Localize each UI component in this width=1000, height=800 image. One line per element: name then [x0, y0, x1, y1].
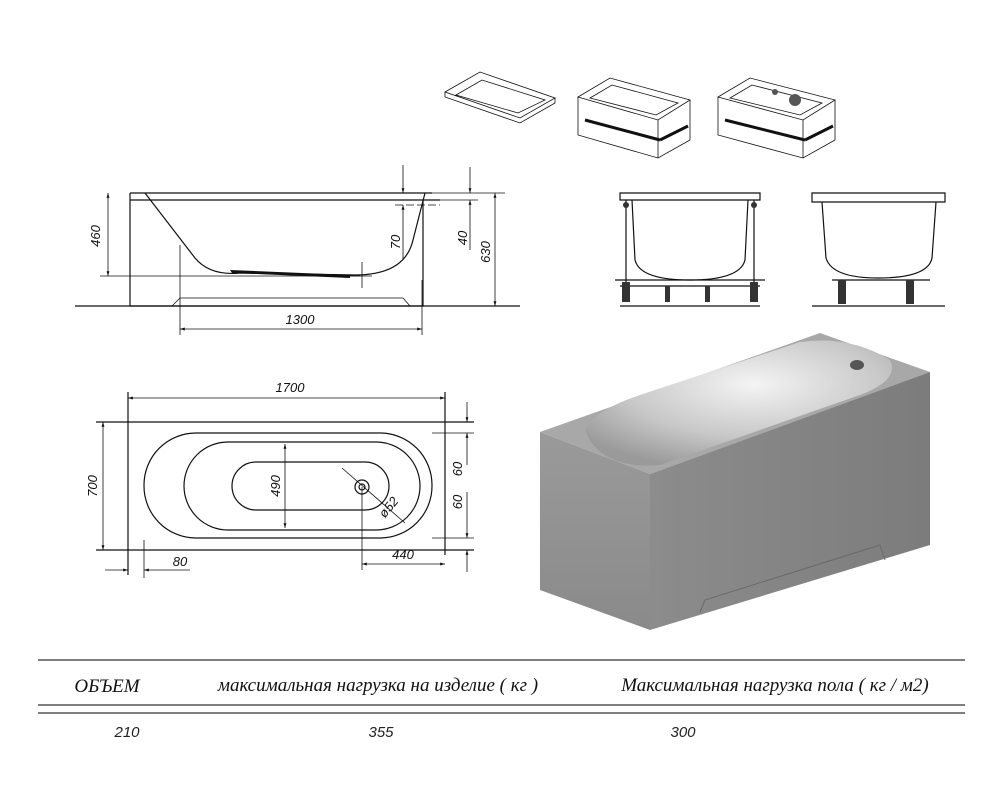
thumbnail-tub-with-hydromassage	[716, 77, 837, 159]
dim-440: 440	[392, 547, 414, 562]
header-volume: ОБЪЕМ	[74, 676, 140, 697]
dim-80: 80	[173, 554, 188, 569]
header-max-load-product: максимальная нагрузка на изделие ( кг )	[217, 675, 538, 696]
header-max-floor-load: Максимальная нагрузка пола ( кг / м2)	[620, 675, 928, 696]
end-view-with-frame	[615, 192, 765, 307]
value-max-floor-load: 300	[670, 724, 696, 741]
end-view-on-legs	[811, 192, 946, 307]
value-max-load-product: 355	[368, 724, 394, 741]
dim-630: 630	[478, 240, 493, 262]
dim-70: 70	[388, 234, 403, 249]
dim-460: 460	[88, 224, 103, 246]
value-volume: 210	[113, 724, 140, 741]
thumbnail-tub-only	[444, 71, 556, 124]
specs-table: ОБЪЕМ максимальная нагрузка на изделие (…	[38, 659, 965, 741]
dim-700: 700	[85, 474, 100, 496]
dim-1700: 1700	[276, 380, 306, 395]
dim-60-top: 60	[450, 461, 465, 476]
dim-60-bottom: 60	[450, 494, 465, 509]
side-view: 460 70 40 630 1300	[75, 165, 520, 335]
plan-view: 1700 700 490 ø52 60 60 440 80	[85, 380, 474, 578]
bathtub-3d-render	[540, 333, 930, 630]
dim-40: 40	[455, 230, 470, 245]
dim-1300: 1300	[286, 312, 316, 327]
thumbnail-tub-with-panel	[576, 77, 691, 159]
dim-490: 490	[268, 474, 283, 496]
